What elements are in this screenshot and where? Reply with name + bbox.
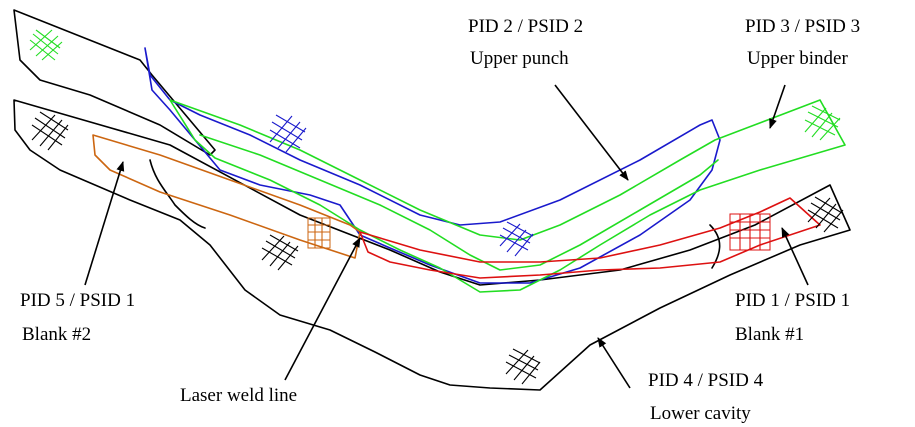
pid4-label-line2: Lower cavity [650,403,751,424]
blank-2-outline [92,134,361,259]
pid1-arrow [781,227,809,286]
mesh-grid-icon [505,348,541,385]
pid3-label-line1: PID 3 / PSID 3 [745,16,860,37]
pid4-label-line1: PID 4 / PSID 4 [648,370,764,391]
mesh-grid-icon [729,213,771,251]
upper-binder-part [169,99,846,293]
upper-punch-part [144,47,721,284]
pid2-arrow [554,84,629,181]
upper-left-outline [13,9,216,156]
mesh-grid-icon [261,234,299,271]
weld-label: Laser weld line [180,385,297,406]
pid2-label-line2: Upper punch [470,48,569,69]
mesh-grid-icon [499,221,534,257]
pid1-label-line1: PID 1 / PSID 1 [735,290,850,311]
pid5-arrow [84,161,125,286]
mesh-grid-icon [307,217,331,249]
pid4-arrow [597,337,631,389]
upper-binder-outline [169,99,846,293]
upper-left-part [13,9,216,156]
mesh-grid-icon [269,114,307,153]
lower-cavity-part [13,99,851,391]
blank-1-part [359,197,821,279]
blank-2-part [92,134,361,259]
pid5-label-line1: PID 5 / PSID 1 [20,290,135,311]
pid5-label-line2: Blank #2 [22,324,91,345]
mesh-grid-icon [804,105,841,141]
pid2-label-line1: PID 2 / PSID 2 [468,16,583,37]
mesh-grid-icon [29,29,63,61]
mesh-grid-icon [31,111,69,151]
mesh-grid-icon [807,196,844,233]
blank-1-outline [359,197,821,279]
lower-cavity-outline [13,99,851,391]
pid3-arrow [769,84,786,129]
upper-punch-outline [144,47,721,284]
pid3-label-line2: Upper binder [747,48,848,69]
weld-arrow [284,237,361,381]
pid1-label-line2: Blank #1 [735,324,804,345]
